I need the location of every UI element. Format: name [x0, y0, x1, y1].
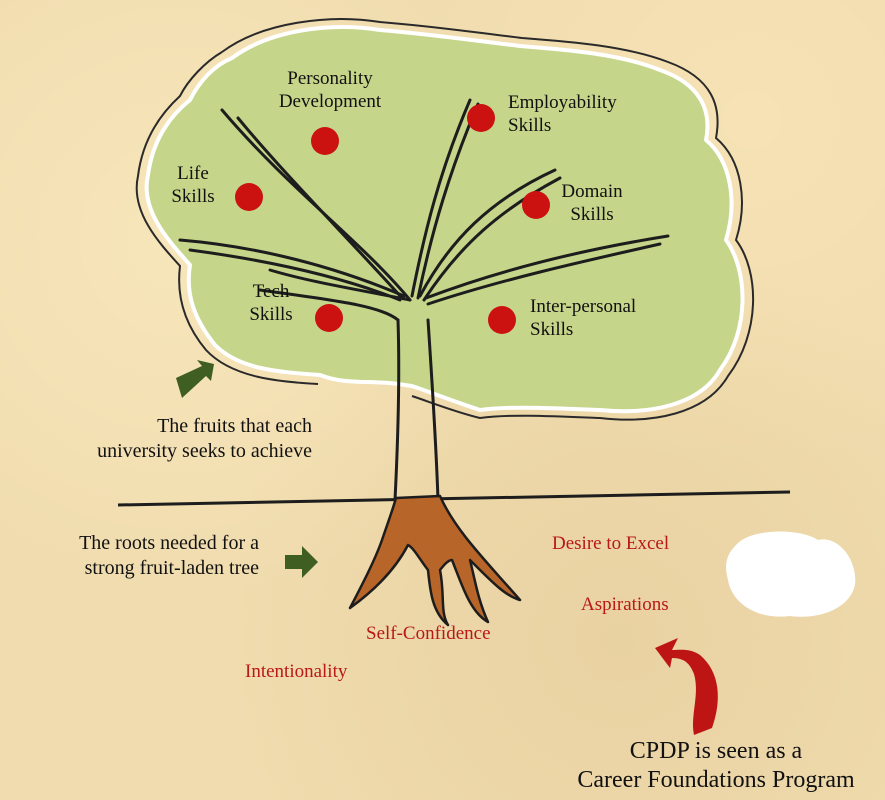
root-self-confidence: Self-Confidence	[366, 623, 491, 644]
label-line: Skills	[570, 204, 614, 225]
caption-line: university seeks to achieve	[97, 440, 312, 462]
caption-line: strong fruit-laden tree	[84, 557, 259, 579]
label-life-skills: Life Skills	[158, 162, 228, 208]
tree-trunk	[393, 318, 440, 502]
tree-branches	[178, 98, 670, 322]
label-line: Skills	[249, 304, 293, 325]
ground-line	[117, 490, 791, 507]
tree-canopy-outline	[221, 18, 755, 421]
root-intentionality: Intentionality	[245, 661, 348, 682]
root-desire-to-excel: Desire to Excel	[552, 533, 670, 554]
label-line: Tech	[252, 281, 290, 302]
caption-fruits: The fruits that each university seeks to…	[0, 414, 312, 464]
label-line: Personality	[287, 68, 373, 89]
label-line: Skills	[508, 115, 552, 136]
white-blob	[726, 531, 856, 617]
caption-line: Career Foundations Program	[577, 767, 855, 793]
fruit-employability-skills	[467, 104, 495, 132]
caption-roots: The roots needed for a strong fruit-lade…	[0, 531, 259, 581]
label-line: Life	[177, 163, 209, 184]
label-domain-skills: Domain Skills	[557, 180, 627, 226]
label-line: Domain	[561, 181, 623, 202]
label-personality-development: Personality Development	[270, 67, 390, 113]
cpdp-caption: CPDP is seen as a Career Foundations Pro…	[548, 737, 884, 795]
tree-canopy-outline-left	[135, 51, 319, 385]
tree-roots	[348, 494, 522, 627]
fruit-personality-development	[311, 127, 339, 155]
label-tech-skills: Tech Skills	[241, 280, 301, 326]
green-arrow-right-icon	[285, 546, 318, 578]
tree-canopy	[144, 25, 745, 414]
label-line: Development	[278, 91, 382, 112]
caption-line: CPDP is seen as a	[629, 738, 803, 764]
label-line: Skills	[530, 319, 574, 340]
green-arrow-up-icon	[176, 360, 214, 398]
label-line: Skills	[171, 186, 215, 207]
root-aspirations: Aspirations	[581, 594, 669, 615]
fruit-life-skills	[235, 183, 263, 211]
caption-line: The roots needed for a	[79, 532, 259, 554]
fruit-tech-skills	[315, 304, 343, 332]
fruit-inter-personal-skills	[488, 306, 516, 334]
label-line: Inter-personal	[530, 296, 637, 317]
fruit-domain-skills	[522, 191, 550, 219]
caption-line: The fruits that each	[157, 415, 312, 437]
red-curved-arrow-icon	[655, 638, 718, 735]
label-inter-personal-skills: Inter-personal Skills	[530, 295, 636, 341]
label-employability-skills: Employability Skills	[508, 91, 617, 137]
label-line: Employability	[508, 92, 617, 113]
